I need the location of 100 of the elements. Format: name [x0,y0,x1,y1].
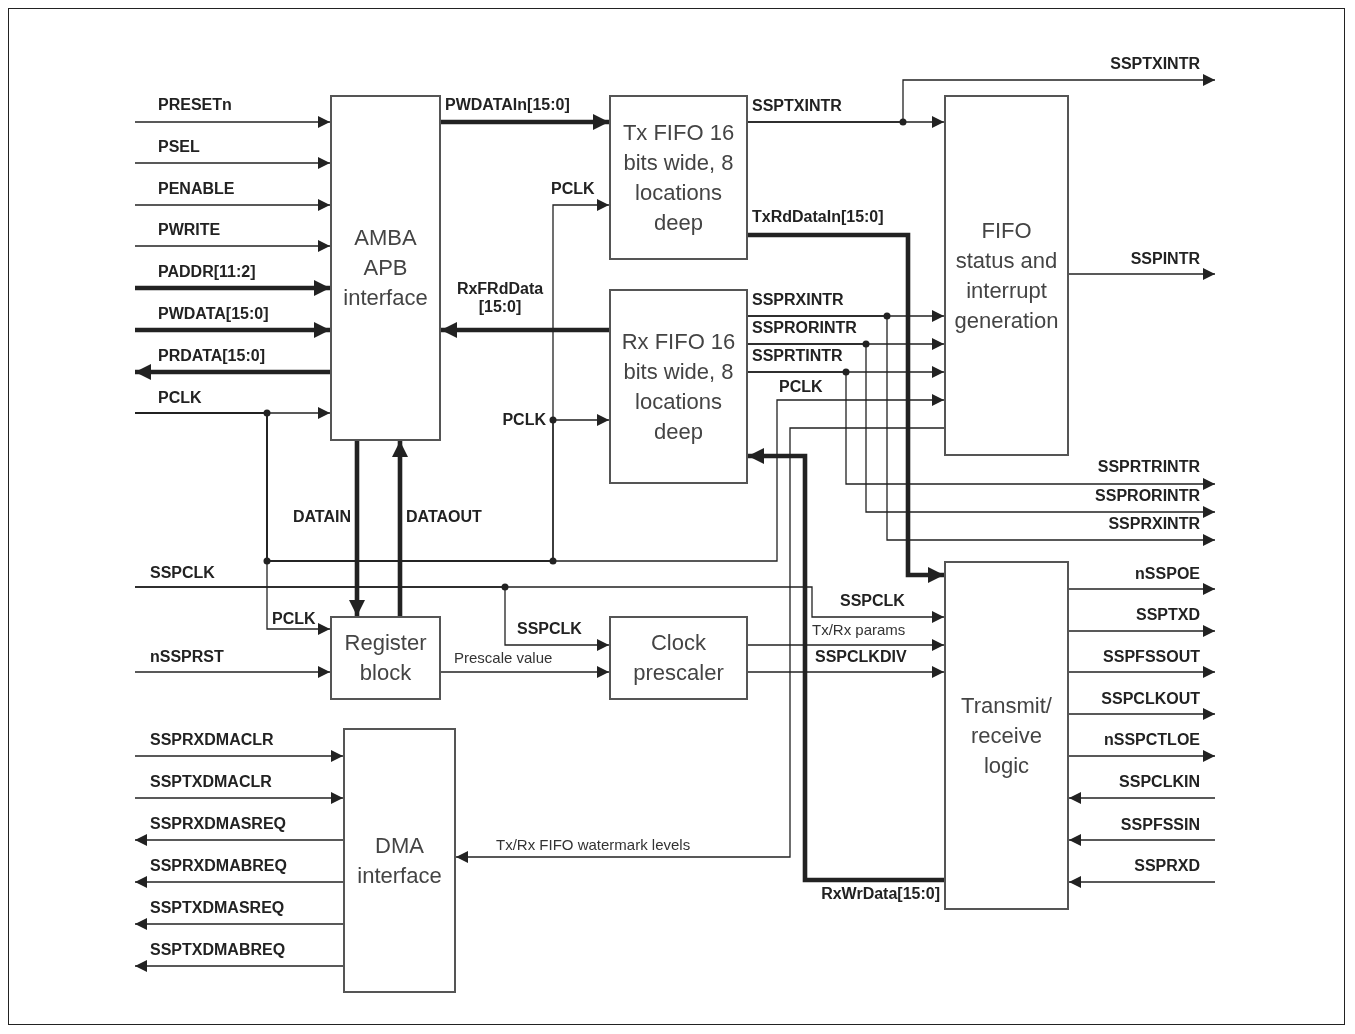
signal-label: nSSPRST [150,648,224,666]
signal-label: SSPCLK [517,620,582,638]
signal-arrow [134,792,344,804]
function-block [330,95,441,441]
bus-arrow [748,448,944,883]
function-block [343,728,456,993]
function-block [330,616,441,700]
signal-arrow [134,876,344,888]
signal-label: PSEL [158,138,200,156]
signal-arrow [134,199,331,211]
signal-arrow [134,666,331,678]
block-label: Clock prescaler [632,629,725,687]
signal-label: Prescale value [454,649,553,667]
signal-label: PCLK [158,389,202,407]
signal-label: RxFRdData [15:0] [455,280,545,316]
block-label: AMBA APB interface [342,224,429,312]
signal-label: SSPRXINTR [1108,515,1200,533]
signal-label: DATAIN [292,508,351,526]
signal-label: PWRITE [158,221,221,239]
signal-label: PCLK [272,610,316,628]
bus-arrow [135,280,330,296]
signal-label: PRESETn [158,96,232,114]
signal-label: nSSPOE [1135,565,1200,583]
signal-arrow [1068,834,1216,846]
block-label: DMA interface [356,831,443,890]
signal-label: TxRdDataIn[15:0] [752,208,884,226]
signal-arrow [455,427,945,863]
bus-arrow [135,322,330,338]
signal-arrow [747,666,945,678]
signal-label: SSPRTINTR [752,347,843,365]
signal-arrow [134,918,344,930]
signal-label: PWDATAIn[15:0] [445,96,570,114]
block-label: Tx FIFO 16 bits wide, 8 locations deep [621,118,736,237]
block-label: Transmit/ receive logic [960,691,1053,780]
signal-label: PCLK [502,411,546,429]
signal-arrow [747,315,1216,546]
signal-arrow [134,960,344,972]
signal-arrow [1068,876,1216,888]
signal-label: SSPRORINTR [752,319,857,337]
signal-label: DATAOUT [406,508,482,526]
signal-arrow [1068,750,1216,762]
signal-arrow [134,157,331,169]
signal-label: Tx/Rx FIFO watermark levels [496,836,691,854]
signal-label: PRDATA[15:0] [158,347,265,365]
signal-label: SSPRTRINTR [1097,458,1200,476]
signal-label: PENABLE [158,180,235,198]
bus-arrow [392,441,408,616]
block-label: Register block [343,629,428,687]
signal-arrow [134,834,344,846]
signal-label: SSPRXD [1134,857,1200,875]
block-label: FIFO status and interrupt generation [954,216,1059,335]
signal-label: SSPRXDMASREQ [150,815,287,833]
signal-label: PCLK [779,378,823,396]
signal-label: SSPRXINTR [752,291,844,309]
signal-label: PCLK [551,180,595,198]
function-block [609,95,748,260]
signal-label: SSPRXDMABREQ [150,857,287,875]
signal-arrow [747,371,1216,490]
signal-label: SSPFSSOUT [1103,648,1200,666]
signal-arrow [134,394,945,562]
signal-label: SSPCLKOUT [1101,690,1200,708]
bus-arrow [349,441,365,616]
bus-arrow [748,232,944,583]
signal-arrow [1068,268,1216,280]
bus-arrow [441,114,609,130]
signal-arrow [747,343,1216,518]
signal-arrow [134,750,344,762]
signal-label: SSPINTR [1130,250,1200,268]
block-label: Rx FIFO 16 bits wide, 8 locations deep [621,327,736,446]
signal-label: nSSPCTLOE [1104,731,1200,749]
signal-label: SSPTXDMASREQ [150,899,285,917]
signal-arrow [1068,625,1216,637]
signal-arrow [1068,666,1216,678]
signal-label: SSPTXDMABREQ [150,941,286,959]
signal-label: SSPCLKDIV [815,648,907,666]
signal-label: SSPCLK [840,592,905,610]
signal-label: SSPCLK [150,564,215,582]
function-block [609,616,748,700]
function-block [944,561,1069,910]
signal-label: SSPRXDMACLR [150,731,274,749]
signal-label: SSPCLKIN [1119,773,1200,791]
signal-arrow [1068,708,1216,720]
signal-arrow [1068,792,1216,804]
signal-label: Tx/Rx params [812,621,906,639]
signal-label: SSPTXINTR [752,97,842,115]
signal-label: SSPRORINTR [1095,487,1200,505]
signal-arrow [134,586,945,623]
function-block [609,289,748,484]
signal-arrow [1068,583,1216,595]
signal-arrow [747,74,1216,123]
signal-label: PWDATA[15:0] [158,305,269,323]
signal-label: RxWrData[15:0] [821,885,940,903]
signal-arrow [440,666,610,678]
signal-label: PADDR[11:2] [158,263,256,281]
signal-arrow [134,116,331,128]
signal-arrow [134,240,331,252]
signal-label: SSPTXINTR [1110,55,1200,73]
bus-arrow [441,322,609,338]
signal-label: SSPFSSIN [1120,816,1200,834]
signal-label: SSPTXDMACLR [150,773,272,791]
